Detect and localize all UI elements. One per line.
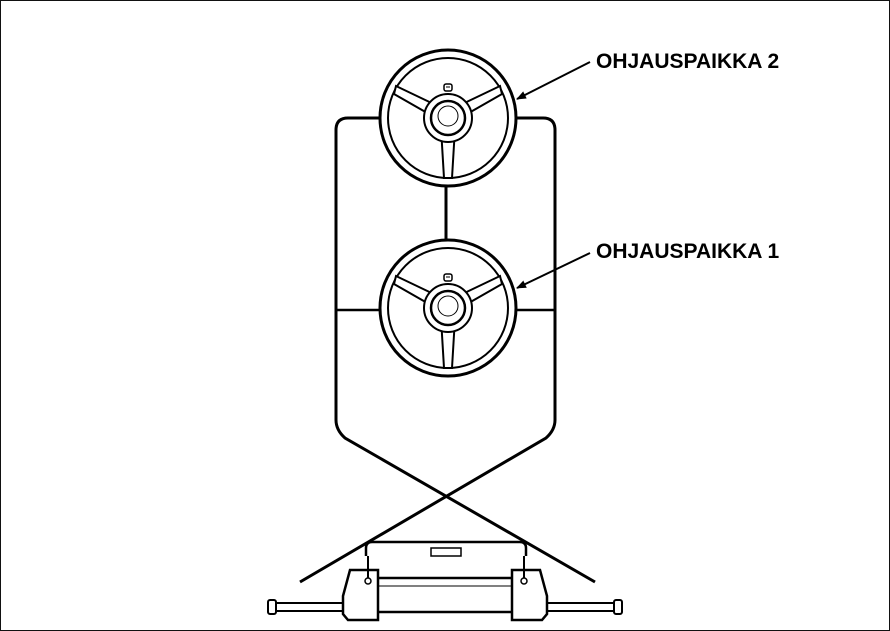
steering-wheel-station-1	[378, 238, 518, 378]
callout-arrow-station-2	[516, 61, 591, 100]
hydraulic-line-left	[334, 116, 596, 584]
hydraulic-line-right	[299, 116, 557, 584]
steering-wheel-station-2	[378, 48, 518, 188]
steering-cylinder	[267, 540, 623, 622]
callout-label-station-1: OHJAUSPAIKKA 1	[596, 240, 780, 263]
callout-arrow-station-1	[516, 252, 591, 289]
callout-label-station-2: OHJAUSPAIKKA 2	[596, 50, 779, 73]
